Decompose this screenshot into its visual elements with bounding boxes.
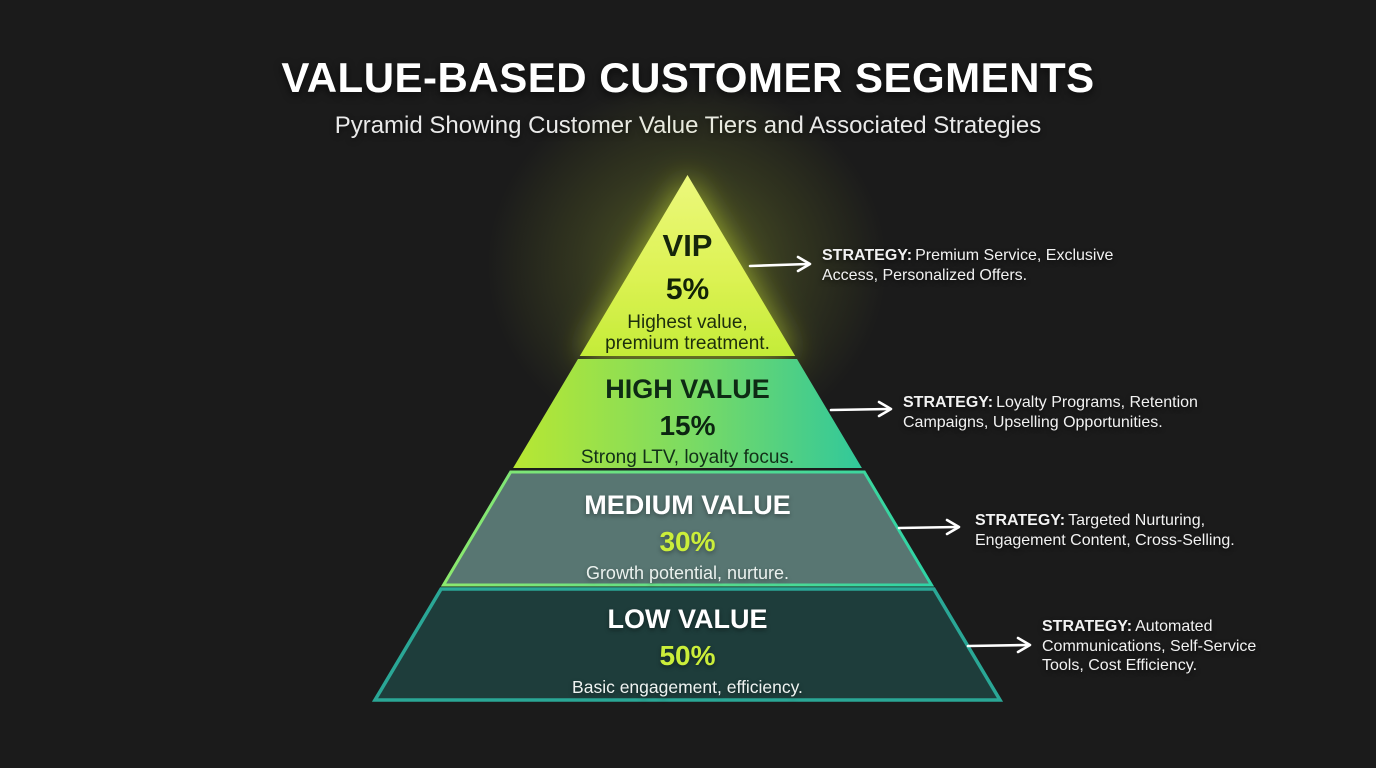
strategy-note-vip-prefix: STRATEGY:: [822, 247, 913, 264]
strategy-note-low-value-prefix: STRATEGY:: [1042, 618, 1133, 635]
arrow-high-value-strategy: [829, 400, 893, 418]
strategy-note-high-value-text: Loyalty Programs, Retention Campaigns, U…: [903, 394, 1198, 431]
pyramid-tier-medium-value: [440, 470, 935, 587]
strategy-note-medium-value-text: Targeted Nurturing, Engagement Content, …: [975, 512, 1235, 549]
strategy-note-vip-text: Premium Service, Exclusive Access, Perso…: [822, 247, 1114, 284]
strategy-note-low-value: STRATEGY:Automated Communications, Self-…: [1042, 617, 1288, 676]
strategy-note-medium-value-prefix: STRATEGY:: [975, 512, 1066, 529]
strategy-note-high-value-prefix: STRATEGY:: [903, 394, 994, 411]
strategy-note-low-value-text: Automated Communications, Self-Service T…: [1042, 618, 1257, 675]
arrow-vip-strategy: [748, 255, 812, 273]
pyramid-tier-high-value: [513, 359, 862, 468]
arrow-low-value-strategy: [966, 636, 1032, 654]
pyramid-tier-low-value: [371, 587, 1004, 702]
strategy-note-high-value: STRATEGY:Loyalty Programs, Retention Cam…: [903, 393, 1225, 432]
strategy-note-vip: STRATEGY:Premium Service, Exclusive Acce…: [822, 246, 1134, 285]
strategy-note-medium-value: STRATEGY:Targeted Nurturing, Engagement …: [975, 511, 1267, 550]
arrow-medium-value-strategy: [897, 518, 961, 536]
pyramid-tier-vip: [579, 175, 796, 356]
